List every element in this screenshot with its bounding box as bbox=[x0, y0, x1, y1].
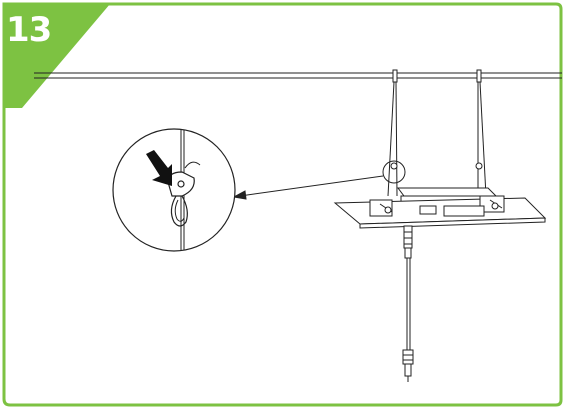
step-number: 13 bbox=[6, 10, 52, 50]
arrow-down-icon bbox=[146, 150, 172, 186]
light-fixture bbox=[333, 187, 547, 229]
detail-marker bbox=[382, 160, 406, 184]
power-cord bbox=[402, 225, 414, 382]
leader-arrow bbox=[232, 175, 384, 200]
hanging-cables bbox=[387, 69, 487, 197]
ratchet-detail bbox=[112, 128, 236, 252]
ceiling-rail bbox=[34, 72, 562, 79]
step-badge bbox=[4, 4, 110, 108]
